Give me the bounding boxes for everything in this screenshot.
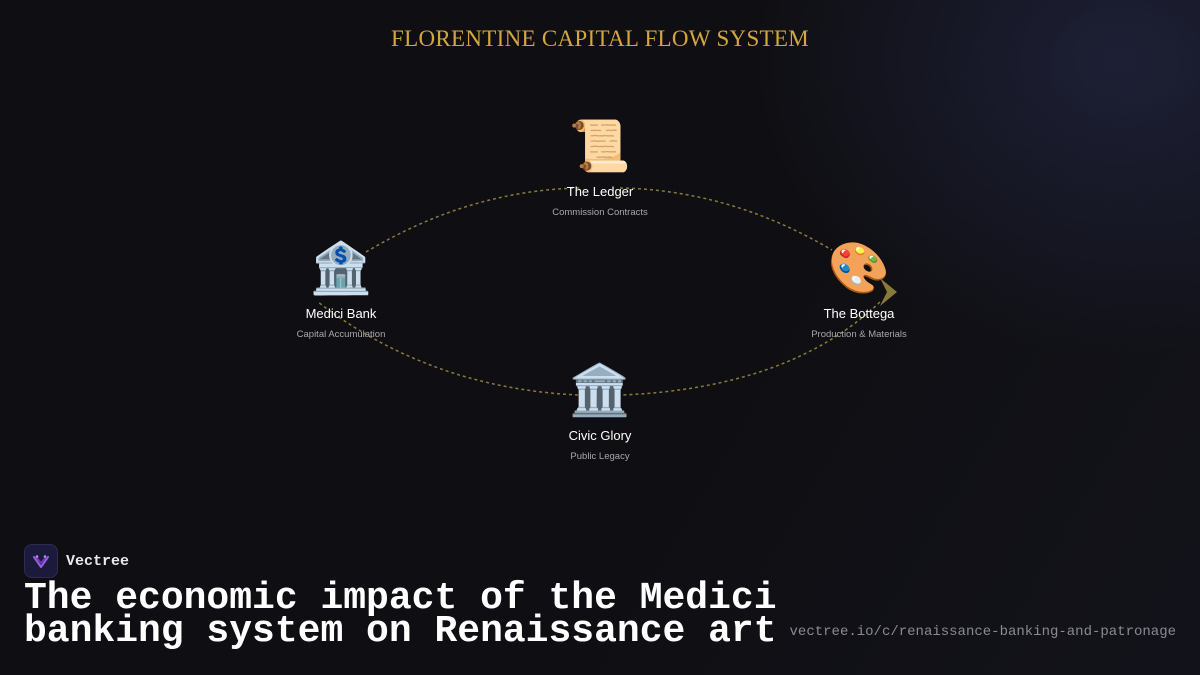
node-civic-glory-subtitle: Public Legacy [570, 451, 630, 462]
headline-line-2: banking system on Renaissance art [24, 610, 777, 653]
node-ledger-subtitle: Commission Contracts [552, 207, 648, 218]
scroll-icon: 📜 [568, 118, 632, 174]
brand-name: Vectree [66, 552, 130, 570]
node-bottega-subtitle: Production & Materials [811, 329, 907, 340]
flow-arrowhead [880, 278, 897, 306]
node-medici-bank-name: Medici Bank [305, 306, 377, 321]
vectree-logo-icon [24, 544, 58, 578]
node-civic-glory: 🏛️ Civic Glory Public Legacy [500, 362, 700, 462]
bank-icon: 🏦 [309, 240, 373, 296]
flow-edge-civic-to-bank [317, 301, 579, 396]
headline: The economic impact of the Medici bankin… [24, 577, 784, 653]
node-ledger-name: The Ledger [566, 184, 634, 199]
node-civic-glory-name: Civic Glory [568, 428, 632, 443]
palette-icon: 🎨 [827, 240, 891, 296]
flow-edge-ledger-to-bottega [619, 187, 833, 251]
flow-edge-bottega-to-civic [621, 301, 881, 396]
node-medici-bank-subtitle: Capital Accumulation [296, 329, 386, 340]
node-medici-bank: 🏦 Medici Bank Capital Accumulation [241, 240, 441, 340]
brand[interactable]: Vectree [24, 544, 129, 578]
diagram-title: FLORENTINE CAPITAL FLOW SYSTEM [391, 26, 809, 51]
headline-line-1: The economic impact of the Medici [24, 577, 777, 620]
classical-building-icon: 🏛️ [568, 362, 632, 418]
flow-edge-bank-to-ledger [365, 187, 581, 253]
node-ledger: 📜 The Ledger Commission Contracts [500, 118, 700, 218]
node-bottega: 🎨 The Bottega Production & Materials [759, 240, 959, 340]
node-bottega-name: The Bottega [823, 306, 895, 321]
source-url[interactable]: vectree.io/c/renaissance-banking-and-pat… [789, 624, 1176, 640]
